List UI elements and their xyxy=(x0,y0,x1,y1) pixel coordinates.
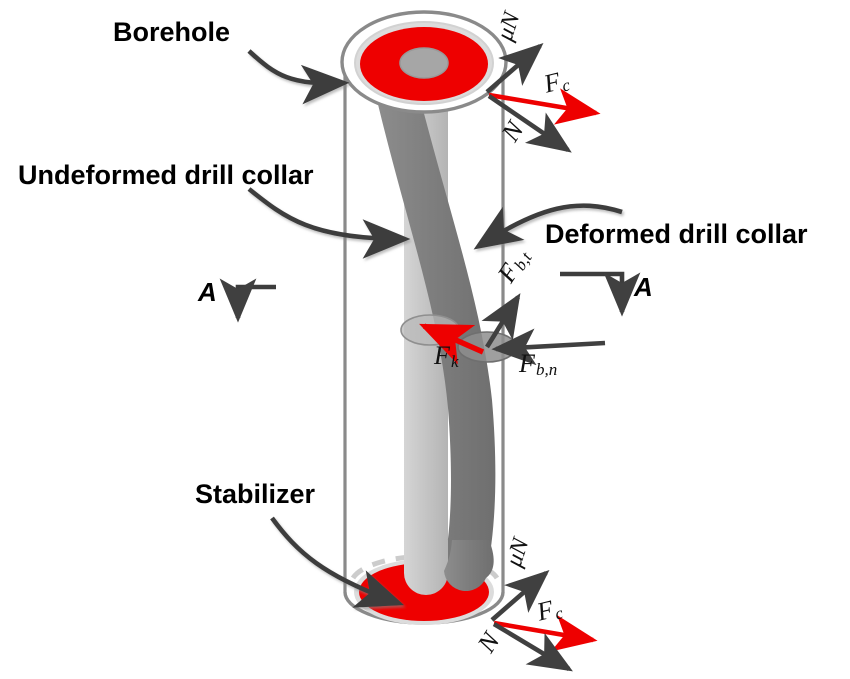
section-left-bracket xyxy=(219,278,276,323)
section-marker-right: A xyxy=(560,271,653,317)
arrow-fc-bottom xyxy=(493,615,598,652)
label-fc-bottom: F c xyxy=(533,594,565,626)
svg-text:F: F xyxy=(518,349,536,378)
label-mu-n-bottom: μN xyxy=(501,533,535,571)
deformed-collar-body xyxy=(376,86,496,592)
callout-deformed-collar-label: Deformed drill collar xyxy=(545,219,808,249)
arrow-mu-n-bottom xyxy=(490,569,550,622)
leader-stabilizer xyxy=(270,516,405,608)
top-collar-bore xyxy=(399,47,449,79)
leader-undeformed-collar xyxy=(247,187,411,259)
middle-force-arrows xyxy=(419,293,606,366)
arrow-fk xyxy=(419,323,485,365)
top-stabilizer xyxy=(340,10,508,114)
label-fk: F k xyxy=(433,341,459,371)
arrow-fbn xyxy=(491,328,606,366)
arrow-n-top xyxy=(487,94,572,153)
section-a-right-label: A xyxy=(633,272,653,302)
callout-borehole-label: Borehole xyxy=(113,17,230,47)
callout-stabilizer-label: Stabilizer xyxy=(195,479,316,509)
section-a-left-label: A xyxy=(197,277,217,307)
svg-text:F: F xyxy=(433,341,451,370)
arrow-n-bottom xyxy=(492,622,573,672)
leader-borehole xyxy=(247,49,350,105)
svg-text:b,n: b,n xyxy=(536,360,557,379)
arrow-mu-n-top xyxy=(485,42,544,94)
undeformed-collar-foot xyxy=(404,540,448,595)
arrow-fc-top xyxy=(488,88,601,125)
label-fbn: F b,n xyxy=(518,349,557,379)
leader-deformed-collar xyxy=(473,203,623,250)
section-marker-left: A xyxy=(197,277,276,323)
callout-leaders xyxy=(247,49,623,608)
label-fc-top: F c xyxy=(540,66,572,98)
bottom-force-arrows xyxy=(490,569,598,672)
top-force-arrows xyxy=(485,42,601,153)
section-right-bracket xyxy=(560,271,641,317)
deformed-collar-foot xyxy=(444,540,494,592)
svg-text:k: k xyxy=(451,352,459,371)
deformed-drill-collar xyxy=(376,86,496,592)
callout-undeformed-collar-label: Undeformed drill collar xyxy=(18,160,314,190)
